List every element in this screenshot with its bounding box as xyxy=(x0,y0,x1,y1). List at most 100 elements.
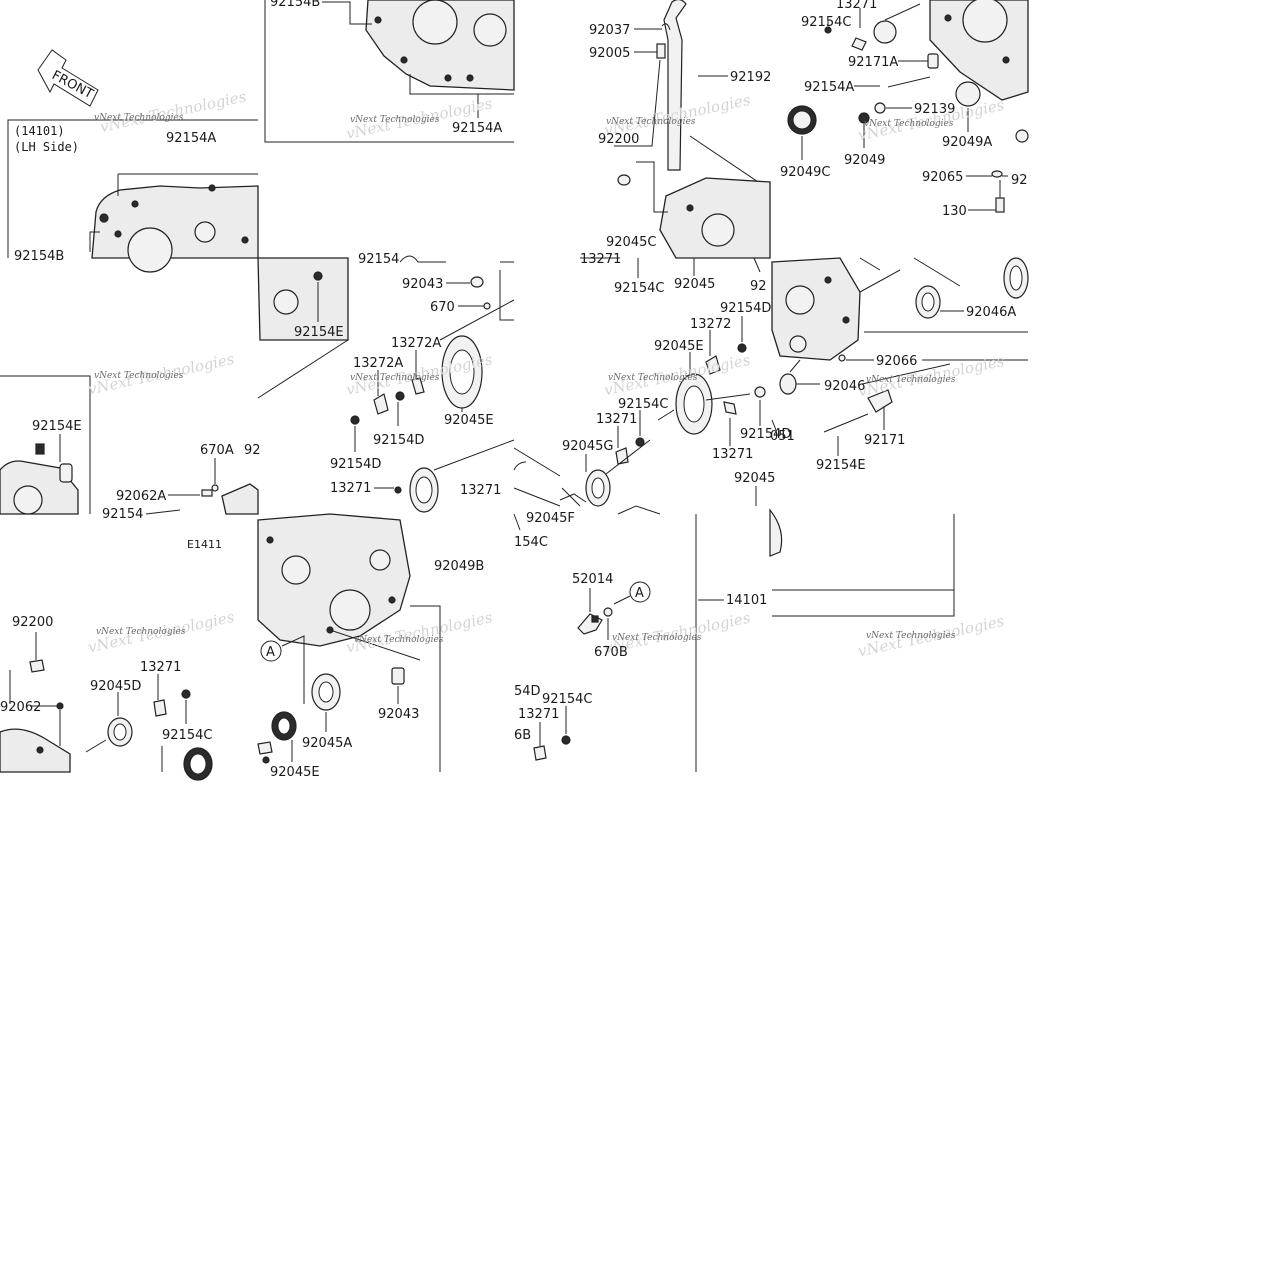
part-label: 13272A xyxy=(391,336,441,351)
bolt-icon xyxy=(995,197,1005,213)
part-label: 92200 xyxy=(598,132,639,147)
bearing-icon xyxy=(675,373,713,435)
leader xyxy=(637,258,695,278)
part-label: 92049B xyxy=(434,559,484,574)
part-label: 13271 xyxy=(836,0,877,12)
part-label: 92154C xyxy=(614,281,664,296)
leader xyxy=(499,270,514,321)
part-label: 92154C xyxy=(618,397,668,412)
seal-icon xyxy=(107,717,133,747)
svg-text:vNext Technologies: vNext Technologies xyxy=(866,631,956,641)
part-label: 92192 xyxy=(730,70,771,85)
part-label: 92046A xyxy=(966,305,1016,320)
callout-a xyxy=(260,640,282,662)
part-label: 92066 xyxy=(876,354,917,369)
part-label: 92154B xyxy=(270,0,320,10)
seal-icon xyxy=(955,81,981,107)
part-label: 92154E xyxy=(816,458,866,473)
part-label: 92049A xyxy=(942,135,992,150)
svg-text:vNext Technologies: vNext Technologies xyxy=(864,119,954,129)
part-label: 92045E xyxy=(654,339,704,354)
bolt-icon xyxy=(262,756,270,764)
bearing-icon xyxy=(1003,257,1029,299)
part-label: 92049C xyxy=(780,165,830,180)
left-crankcase-upper xyxy=(91,184,259,273)
part-label: 92154B xyxy=(14,249,64,264)
part-label: 92 xyxy=(750,279,767,294)
leader xyxy=(85,692,119,753)
part-label: 670A xyxy=(200,443,234,458)
leader xyxy=(657,393,751,421)
leader xyxy=(145,509,181,515)
part-label: 92 xyxy=(1011,173,1028,188)
frame xyxy=(410,605,441,772)
part-label: 13272 xyxy=(690,317,731,332)
clamp-icon xyxy=(373,393,389,415)
front-arrow-icon: FRONT xyxy=(37,49,99,107)
clamp-icon xyxy=(705,355,721,375)
bolt-icon xyxy=(395,391,405,401)
part-labels: 92154B 92154A 92154A 92154B 92037 92005 … xyxy=(0,0,1028,780)
crankcase-top-right xyxy=(929,0,1029,143)
oring-icon xyxy=(603,607,613,617)
bearing-icon xyxy=(409,467,439,513)
leader xyxy=(281,635,305,704)
bearing-icon xyxy=(311,673,341,711)
part-label: 13271 xyxy=(580,252,621,267)
dowel-icon xyxy=(391,667,405,685)
leader xyxy=(859,3,921,28)
leader xyxy=(968,180,1001,211)
part-label: 92049 xyxy=(844,153,885,168)
leader xyxy=(789,359,820,385)
gear-cover-lower xyxy=(0,728,71,773)
part-label: 13271 xyxy=(518,707,559,722)
bearing-icon xyxy=(441,335,483,409)
leader xyxy=(585,439,651,475)
crankcase-rh-lower-block xyxy=(659,177,771,259)
part-label: 14101 xyxy=(726,593,767,608)
part-label: 92154C xyxy=(162,728,212,743)
clip-icon xyxy=(661,23,671,31)
part-label: 52014 xyxy=(572,572,613,587)
part-label: 92154A xyxy=(166,131,216,146)
callout-a-label: A xyxy=(635,586,644,601)
leader xyxy=(257,339,349,399)
seal-icon xyxy=(271,711,297,741)
clamp-icon xyxy=(851,37,867,51)
oring-icon xyxy=(838,354,846,362)
part-label: 92154D xyxy=(330,457,381,472)
part-label: 670B xyxy=(594,645,628,660)
clamp-icon xyxy=(656,43,666,59)
leader xyxy=(377,350,417,396)
part-label: 92045 xyxy=(674,277,715,292)
bearing-icon xyxy=(915,285,941,319)
svg-text:vNext Technologies: vNext Technologies xyxy=(98,87,248,136)
leader xyxy=(607,595,631,640)
part-label: 92045E xyxy=(270,765,320,780)
part-label: 92065 xyxy=(922,170,963,185)
part-label: 92154E xyxy=(294,325,344,340)
part-label: 92 xyxy=(244,443,261,458)
leader xyxy=(861,363,951,385)
fitting-icon xyxy=(201,489,213,497)
leader xyxy=(322,1,372,25)
part-label: 92139 xyxy=(914,102,955,117)
svg-text:vNext Technologies: vNext Technologies xyxy=(608,373,698,383)
bolt-icon xyxy=(635,437,645,447)
bearing-icon xyxy=(585,469,611,507)
svg-text:vNext Technologies: vNext Technologies xyxy=(350,373,440,383)
svg-text:vNext Technologies: vNext Technologies xyxy=(350,115,440,125)
part-label: 92045A xyxy=(302,736,352,751)
frame xyxy=(772,514,955,617)
clamp-icon xyxy=(411,377,425,395)
leader xyxy=(753,257,761,273)
leader xyxy=(617,505,661,515)
crankcase-rh-upper xyxy=(365,0,515,91)
part-label: 13271 xyxy=(140,660,181,675)
leader xyxy=(409,74,514,118)
crankcase-mid-left xyxy=(257,257,349,341)
part-label: 13271 xyxy=(460,483,501,498)
part-label: 92045 xyxy=(734,471,775,486)
seal-icon xyxy=(858,112,870,124)
